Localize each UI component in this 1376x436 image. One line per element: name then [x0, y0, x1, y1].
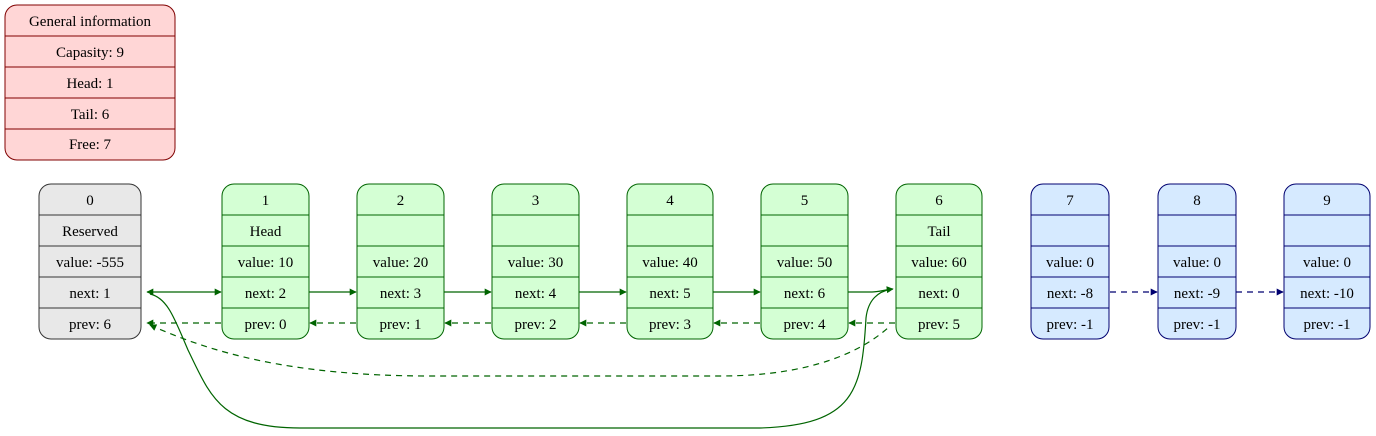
list-node-7: 7 value: 0 next: -8 prev: -1 [1030, 183, 1110, 340]
node-value: value: 0 [1046, 255, 1094, 271]
node-index: 0 [86, 193, 94, 209]
node-frame [1030, 183, 1110, 340]
node-index: 9 [1323, 193, 1331, 209]
node-prev: prev: 2 [514, 317, 556, 333]
node-index: 8 [1193, 193, 1201, 209]
node-frame [1157, 183, 1237, 340]
node-value: value: 20 [373, 255, 428, 271]
edges-layer [146, 286, 1284, 429]
node-frame [356, 183, 445, 340]
node-frame [895, 183, 983, 340]
node-next: next: 4 [515, 286, 557, 302]
node-prev: prev: 5 [918, 317, 960, 333]
node-frame [38, 183, 142, 340]
info-box-frame [4, 4, 176, 161]
node-frame [760, 183, 849, 340]
list-node-5: 5 value: 50 next: 6 prev: 4 [760, 183, 849, 340]
list-node-9: 9 value: 0 next: -10 prev: -1 [1283, 183, 1371, 340]
next-edge-6-0-curve [149, 288, 893, 429]
prev-edge-0-6-curve [149, 324, 891, 377]
node-value: value: 10 [238, 255, 293, 271]
node-value: value: 60 [911, 255, 966, 271]
node-frame [1283, 183, 1371, 340]
node-prev: prev: 3 [649, 317, 691, 333]
node-next: next: 3 [380, 286, 421, 302]
node-index: 4 [666, 193, 674, 209]
node-index: 2 [397, 193, 405, 209]
node-index: 3 [532, 193, 540, 209]
node-prev: prev: -1 [1046, 317, 1093, 333]
node-label: Tail [927, 224, 950, 240]
node-frame [626, 183, 714, 340]
node-label: Head [250, 224, 282, 240]
info-title: General information [29, 14, 152, 30]
list-node-8: 8 value: 0 next: -9 prev: -1 [1157, 183, 1237, 340]
node-prev: prev: 0 [244, 317, 286, 333]
node-frame [491, 183, 580, 340]
node-value: value: 0 [1173, 255, 1221, 271]
node-next: next: -9 [1174, 286, 1220, 302]
node-index: 6 [935, 193, 943, 209]
list-node-2: 2 value: 20 next: 3 prev: 1 [356, 183, 445, 340]
node-next: next: -10 [1300, 286, 1354, 302]
general-information-box: General information Capasity: 9 Head: 1 … [4, 4, 176, 161]
info-free: Free: 7 [69, 137, 112, 153]
node-index: 1 [262, 193, 270, 209]
node-value: value: 30 [508, 255, 563, 271]
node-prev: prev: -1 [1303, 317, 1350, 333]
node-label: Reserved [62, 224, 118, 240]
node-prev: prev: -1 [1173, 317, 1220, 333]
node-value: value: 40 [642, 255, 697, 271]
list-node-3: 3 value: 30 next: 4 prev: 2 [491, 183, 580, 340]
node-index: 5 [801, 193, 809, 209]
node-next: next: 6 [784, 286, 826, 302]
node-next: next: 5 [649, 286, 690, 302]
node-value: value: 50 [777, 255, 832, 271]
node-next: next: 2 [245, 286, 286, 302]
node-next: next: 0 [918, 286, 959, 302]
list-node-4: 4 value: 40 next: 5 prev: 3 [626, 183, 714, 340]
node-next: next: 1 [69, 286, 110, 302]
info-capacity: Capasity: 9 [56, 45, 124, 61]
node-value: value: -555 [56, 255, 124, 271]
node-prev: prev: 6 [69, 317, 112, 333]
node-next: next: -8 [1047, 286, 1093, 302]
node-prev: prev: 4 [783, 317, 826, 333]
info-tail: Tail: 6 [71, 107, 110, 123]
node-value: value: 0 [1303, 255, 1351, 271]
node-prev: prev: 1 [379, 317, 421, 333]
node-index: 7 [1066, 193, 1074, 209]
info-head: Head: 1 [66, 76, 113, 92]
node-frame [221, 183, 310, 340]
